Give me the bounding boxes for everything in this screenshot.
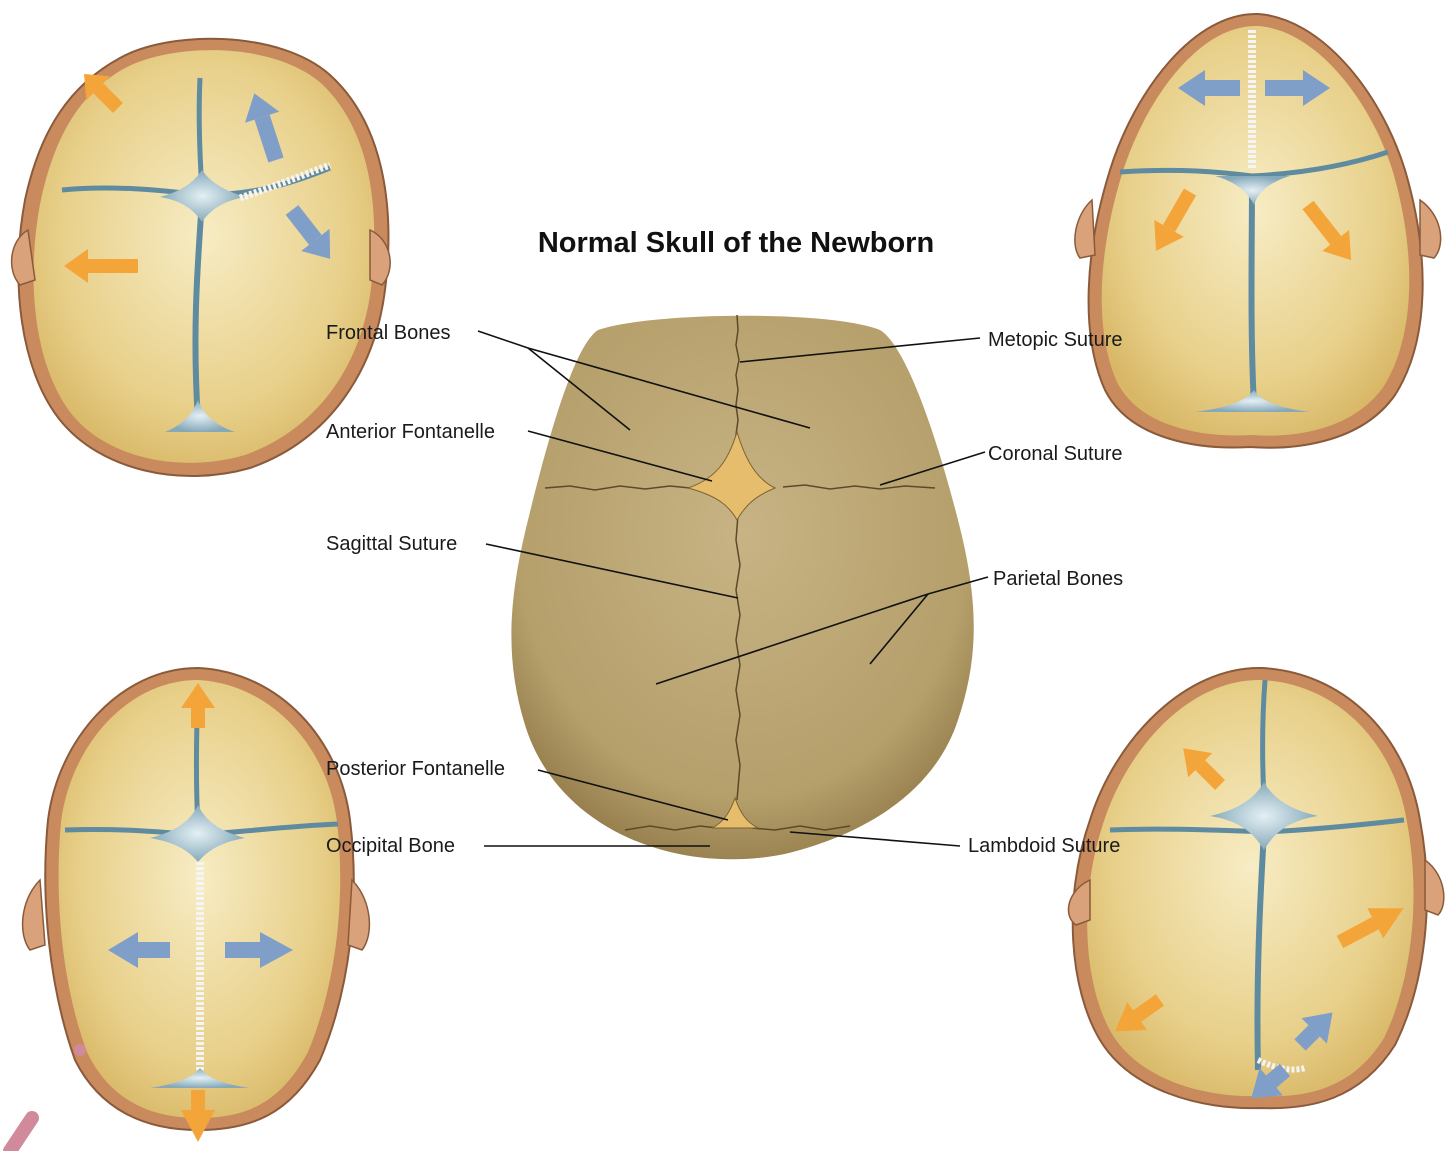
label-parietal-bones: Parietal Bones — [993, 568, 1123, 590]
label-anterior-fontanelle: Anterior Fontanelle — [326, 421, 495, 443]
ear — [1420, 200, 1441, 258]
page-title: Normal Skull of the Newborn — [538, 227, 934, 259]
ear — [23, 880, 45, 950]
ear — [1068, 880, 1090, 925]
ear — [348, 880, 369, 950]
skull-bottom-left — [10, 668, 369, 1151]
skull-top-left — [12, 39, 391, 476]
skull-bone — [511, 316, 973, 860]
skull-center — [511, 315, 973, 859]
label-metopic-suture: Metopic Suture — [988, 329, 1123, 351]
suture — [1252, 176, 1255, 405]
label-lambdoid-suture: Lambdoid Suture — [968, 835, 1120, 857]
label-frontal-bones: Frontal Bones — [326, 322, 451, 344]
label-coronal-suture: Coronal Suture — [988, 443, 1123, 465]
label-sagittal-suture: Sagittal Suture — [326, 533, 457, 555]
label-occipital-bone: Occipital Bone — [326, 835, 455, 857]
skull-bottom-right — [1068, 668, 1443, 1112]
leader-frontal-bones-a — [478, 331, 528, 348]
skull-top-right — [1075, 14, 1441, 448]
label-posterior-fontanelle: Posterior Fontanelle — [326, 758, 505, 780]
suture — [1263, 680, 1265, 800]
ear — [1425, 860, 1444, 915]
decorative-mark — [74, 1044, 86, 1056]
ear — [1075, 200, 1095, 258]
decorative-mark — [10, 1118, 32, 1151]
